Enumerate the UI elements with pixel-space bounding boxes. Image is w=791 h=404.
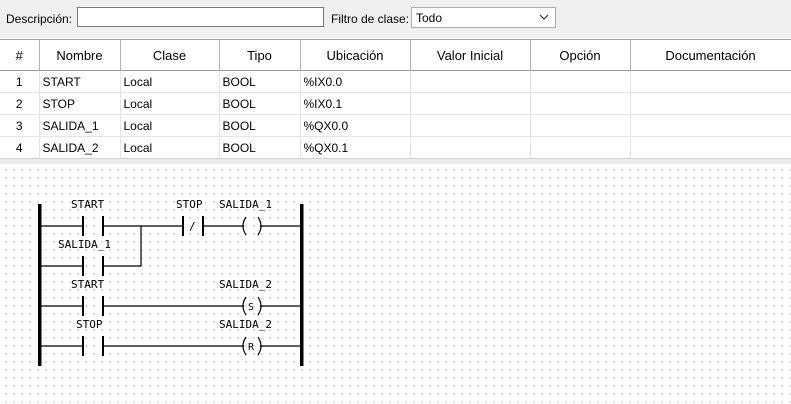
contact-start-1[interactable]: START [71,198,104,236]
table-row[interactable]: 3 SALIDA_1 Local BOOL %QX0.0 [0,114,791,137]
cell-number: 2 [0,92,40,115]
coil-salida-2-set[interactable]: S SALIDA_2 [219,278,272,316]
table-header-row: # Nombre Clase Tipo Ubicación Valor Inic… [0,40,791,71]
contact-label: STOP [76,318,103,331]
class-filter-select[interactable]: Todo [411,7,556,28]
left-power-rail [38,204,42,366]
cell-option[interactable] [530,114,631,137]
cell-documentation[interactable] [630,114,791,137]
contact-start-2[interactable]: START [71,278,104,316]
table-row[interactable]: 2 STOP Local BOOL %IX0.1 [0,92,791,115]
cell-option[interactable] [530,136,631,159]
class-filter-value: Todo [416,11,443,25]
column-header-location[interactable]: Ubicación [300,40,411,71]
column-header-name[interactable]: Nombre [39,40,121,71]
cell-name[interactable]: SALIDA_1 [39,114,121,137]
cell-type[interactable]: BOOL [219,92,301,115]
cell-name[interactable]: STOP [39,92,121,115]
cell-type[interactable]: BOOL [219,70,301,93]
cell-location[interactable]: %QX0.1 [300,136,411,159]
column-header-type[interactable]: Tipo [219,40,301,71]
description-input[interactable] [77,7,324,27]
cell-location[interactable]: %QX0.0 [300,114,411,137]
variables-table-container: # Nombre Clase Tipo Ubicación Valor Inic… [0,39,791,160]
cell-documentation[interactable] [630,92,791,115]
cell-number: 1 [0,70,40,93]
cell-name[interactable]: START [39,70,121,93]
rung-1-wires [41,225,300,267]
class-filter-label: Filtro de clase: [331,12,410,26]
cell-type[interactable]: BOOL [219,114,301,137]
cell-class[interactable]: Local [120,92,220,115]
cell-documentation[interactable] [630,136,791,159]
coil-salida-1[interactable]: SALIDA_1 [219,198,272,236]
cell-option[interactable] [530,92,631,115]
right-power-rail [300,204,304,366]
column-header-documentation[interactable]: Documentación [630,40,791,71]
cell-initial-value[interactable] [410,92,531,115]
contact-label: STOP [176,198,203,211]
column-header-initial-value[interactable]: Valor Inicial [410,40,531,71]
cell-number: 3 [0,114,40,137]
chevron-down-icon [539,14,549,20]
cell-class[interactable]: Local [120,136,220,159]
contact-label: START [71,278,104,291]
cell-type[interactable]: BOOL [219,136,301,159]
description-label: Descripción: [6,12,73,26]
coil-symbol: R [248,342,255,353]
cell-location[interactable]: %IX0.0 [300,70,411,93]
cell-class[interactable]: Local [120,114,220,137]
contact-stop-normally-closed[interactable]: / STOP [176,198,204,236]
coil-label: SALIDA_1 [219,198,272,211]
filter-bar: Descripción: Filtro de clase: Todo [0,0,791,38]
variables-table: # Nombre Clase Tipo Ubicación Valor Inic… [0,40,791,159]
ladder-diagram-canvas[interactable]: START SALIDA_1 / STOP SALIDA_1 [0,164,791,404]
cell-class[interactable]: Local [120,70,220,93]
cell-name[interactable]: SALIDA_2 [39,136,121,159]
coil-symbol: S [248,302,254,313]
column-header-class[interactable]: Clase [120,40,220,71]
cell-documentation[interactable] [630,70,791,93]
cell-initial-value[interactable] [410,114,531,137]
table-row[interactable]: 4 SALIDA_2 Local BOOL %QX0.1 [0,136,791,159]
ladder-diagram: START SALIDA_1 / STOP SALIDA_1 [38,198,304,366]
coil-label: SALIDA_2 [219,278,272,291]
contact-label: START [71,198,104,211]
cell-initial-value[interactable] [410,70,531,93]
cell-number: 4 [0,136,40,159]
table-row[interactable]: 1 START Local BOOL %IX0.0 [0,70,791,93]
coil-salida-2-reset[interactable]: R SALIDA_2 [219,318,272,356]
contact-label: SALIDA_1 [58,238,111,251]
contact-salida-1-seal[interactable]: SALIDA_1 [58,238,111,276]
cell-initial-value[interactable] [410,136,531,159]
coil-label: SALIDA_2 [219,318,272,331]
column-header-option[interactable]: Opción [530,40,631,71]
contact-symbol: / [189,220,196,233]
cell-location[interactable]: %IX0.1 [300,92,411,115]
column-header-number[interactable]: # [0,40,40,71]
pane-splitter[interactable] [0,158,791,164]
cell-option[interactable] [530,70,631,93]
contact-stop-normally-open[interactable]: STOP [76,318,104,356]
